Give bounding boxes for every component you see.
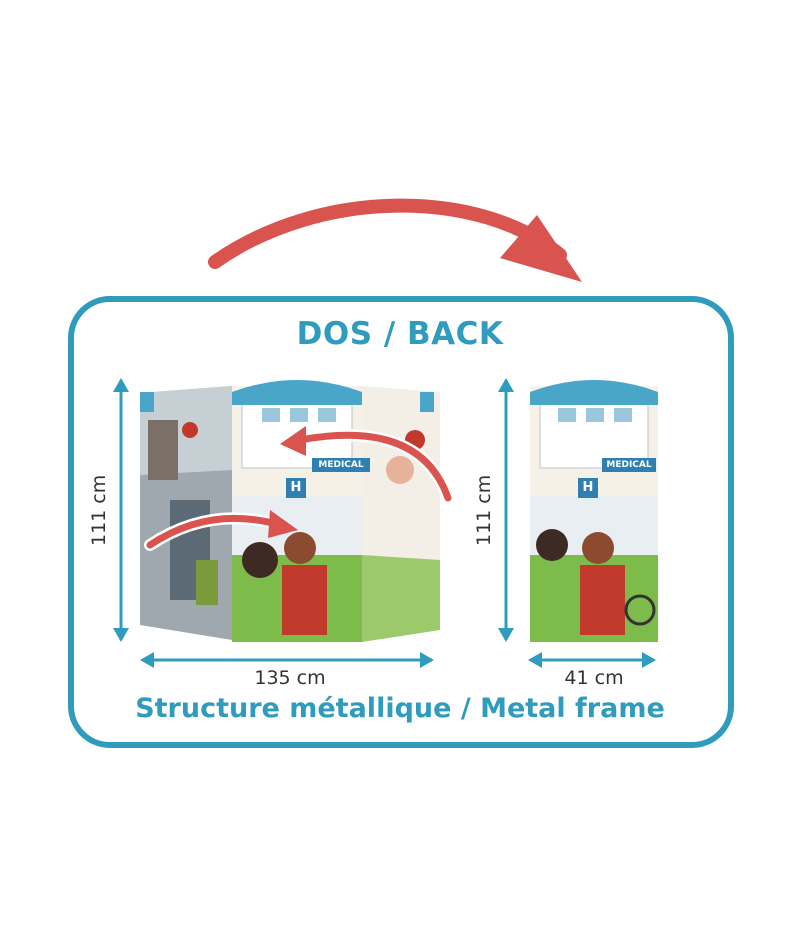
left-width-label: 135 cm [254, 667, 326, 689]
page-title: DOS / BACK [296, 316, 504, 352]
right-hospital-icon: H [582, 480, 594, 495]
left-medical-sign: MEDICAL [318, 460, 364, 470]
right-medical-sign: MEDICAL [606, 460, 652, 470]
frame-container [68, 296, 734, 748]
left-hospital-icon: H [290, 480, 302, 495]
frame-subtitle: Structure métallique / Metal frame [135, 693, 665, 724]
right-width-label: 41 cm [564, 667, 624, 689]
